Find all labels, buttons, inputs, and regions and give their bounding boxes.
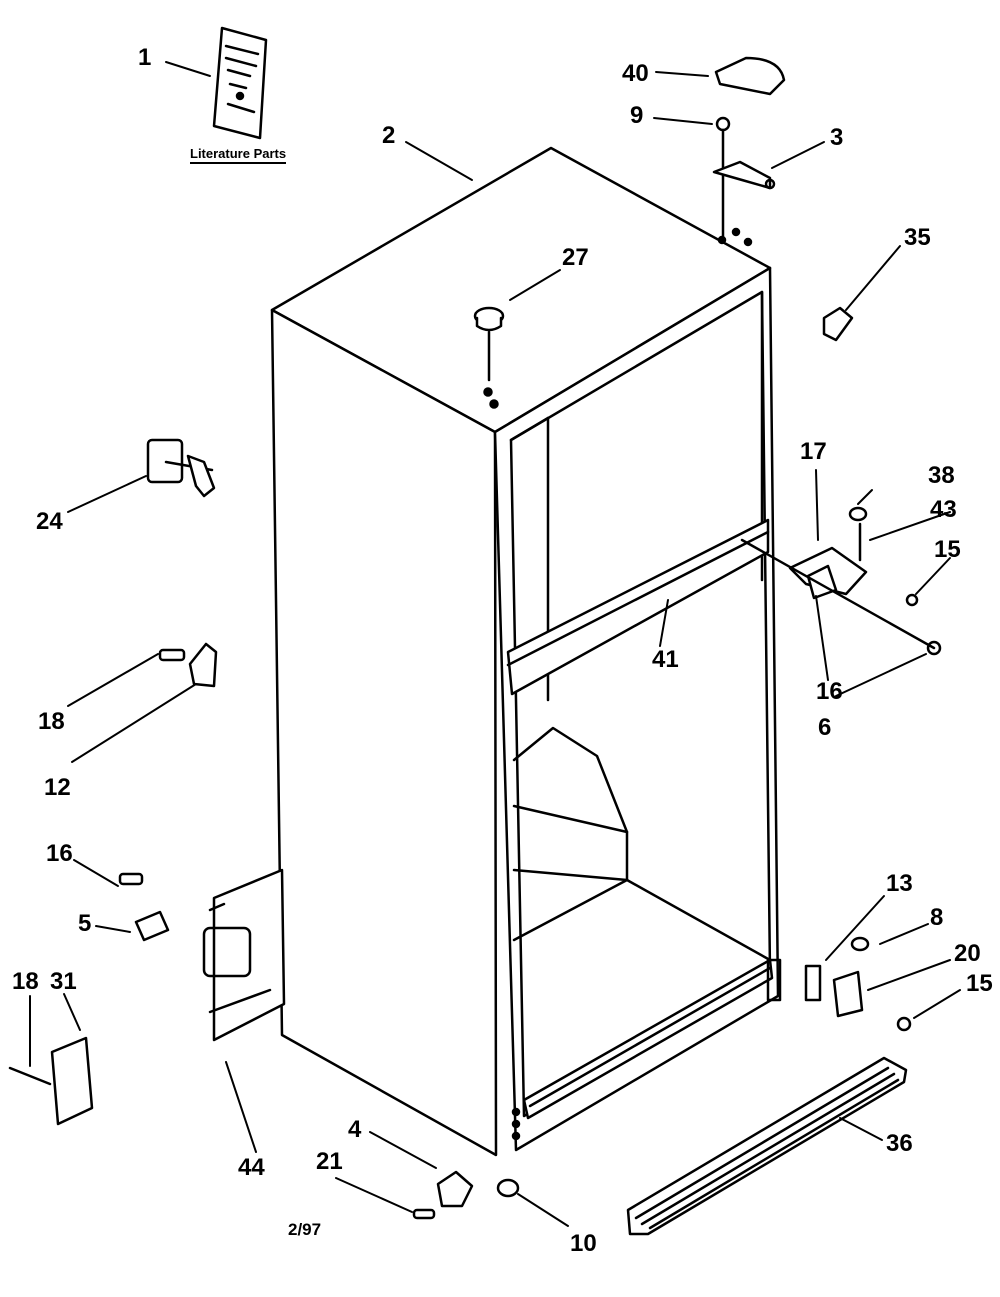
leader-lines <box>29 61 961 1227</box>
callout-18a: 18 <box>38 708 65 735</box>
plug-27 <box>473 306 505 382</box>
leveling-leg-parts <box>412 1170 520 1220</box>
callout-1: 1 <box>138 44 152 71</box>
callout-8: 8 <box>930 904 944 931</box>
callout-16b: 16 <box>46 840 73 867</box>
callout-36: 36 <box>886 1130 913 1157</box>
callout-41: 41 <box>652 646 679 673</box>
callout-3: 3 <box>830 124 844 151</box>
part-31-cover <box>8 1036 94 1126</box>
hinge-pin-35 <box>822 306 854 342</box>
callout-6: 6 <box>818 714 832 741</box>
callout-18b: 18 <box>12 968 39 995</box>
callout-31: 31 <box>50 968 77 995</box>
callout-38: 38 <box>928 462 955 489</box>
date-code: 2/97 <box>288 1220 322 1239</box>
literature-parts-caption: Literature Parts <box>190 146 287 164</box>
callout-15a: 15 <box>934 536 961 563</box>
callout-27: 27 <box>562 244 589 271</box>
part-5-hinge <box>118 872 170 942</box>
callout-13: 13 <box>886 870 913 897</box>
callout-35: 35 <box>904 224 931 251</box>
callout-43: 43 <box>930 496 957 523</box>
callout-12: 12 <box>44 774 71 801</box>
refrigerator-cabinet <box>202 146 782 1157</box>
callout-21: 21 <box>316 1148 343 1175</box>
toe-grille <box>626 1056 908 1236</box>
callout-40: 40 <box>622 60 649 87</box>
callout-4: 4 <box>348 1116 362 1143</box>
callout-24: 24 <box>36 508 63 535</box>
callout-15b: 15 <box>966 970 993 997</box>
callout-16a: 16 <box>816 678 843 705</box>
callout-9: 9 <box>630 102 644 129</box>
callout-17: 17 <box>800 438 827 465</box>
literature-booklet <box>212 26 268 140</box>
hinge-cover <box>714 56 786 96</box>
callout-44: 44 <box>238 1154 265 1181</box>
middle-hinge-assembly <box>740 506 942 656</box>
top-hinge-assembly <box>712 116 776 242</box>
callout-2: 2 <box>382 122 396 149</box>
callout-5: 5 <box>78 910 92 937</box>
part-24-bracket <box>146 438 216 498</box>
bottom-hinge-assembly <box>804 936 912 1032</box>
callout-10: 10 <box>570 1230 597 1257</box>
part-12-hinge <box>158 642 218 688</box>
callout-20: 20 <box>954 940 981 967</box>
